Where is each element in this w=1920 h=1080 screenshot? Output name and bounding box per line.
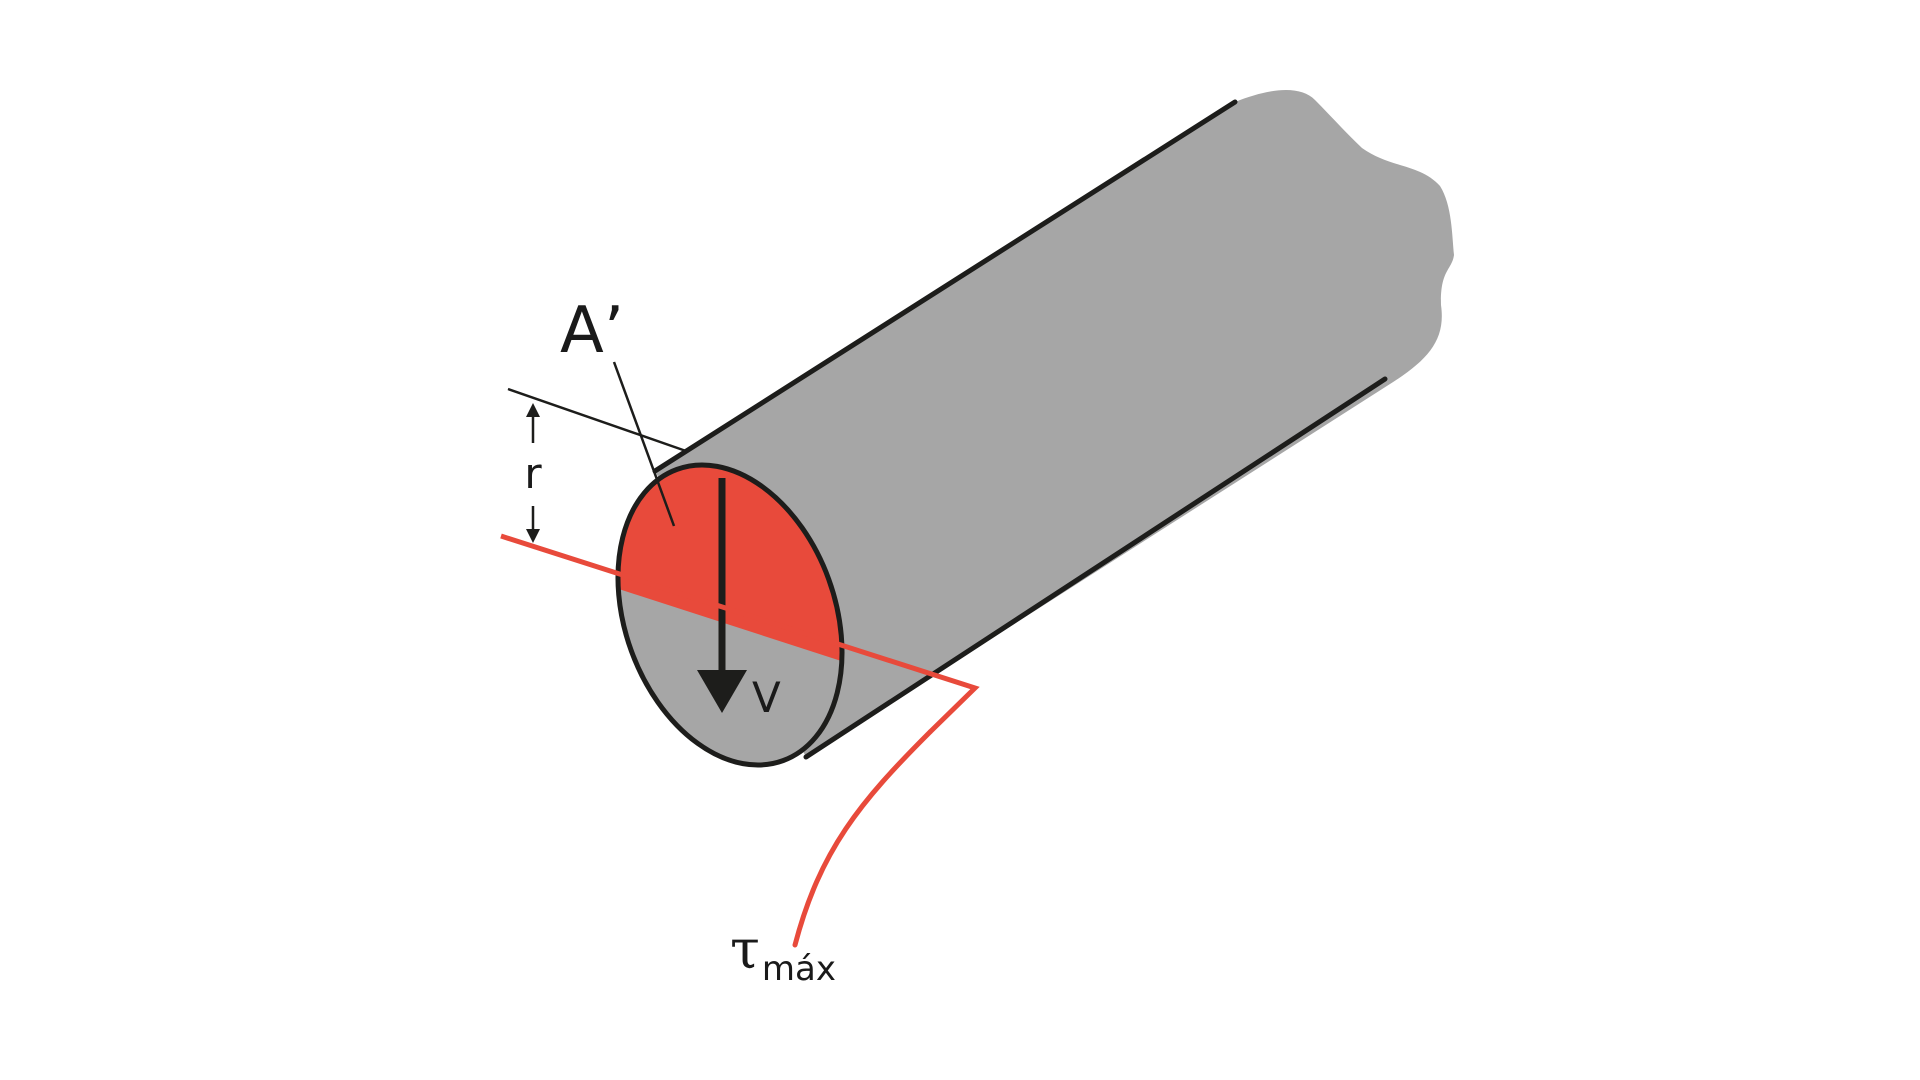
area-label: A’	[560, 294, 624, 368]
tau-symbol: τ	[730, 918, 760, 981]
area-leader-line	[612, 361, 676, 527]
max-shear-neutral-line	[500, 533, 980, 734]
radius-reference-line	[507, 387, 687, 453]
cross-section-outline	[615, 462, 845, 768]
max-shear-leader-curve	[792, 729, 933, 948]
cylinder-bottom-edge	[803, 376, 1388, 760]
radius-arrow-up-head	[526, 403, 540, 417]
radius-arrow-down-head	[526, 529, 540, 543]
cylinder-top-edge	[652, 99, 1238, 474]
radius-label: r	[524, 449, 542, 498]
tau-max-label: τmáx	[730, 918, 836, 989]
cylinder-body	[655, 90, 1454, 757]
shear-force-label: V	[752, 673, 781, 722]
tau-subscript: máx	[762, 949, 836, 989]
shear-force-arrowhead	[697, 670, 747, 713]
